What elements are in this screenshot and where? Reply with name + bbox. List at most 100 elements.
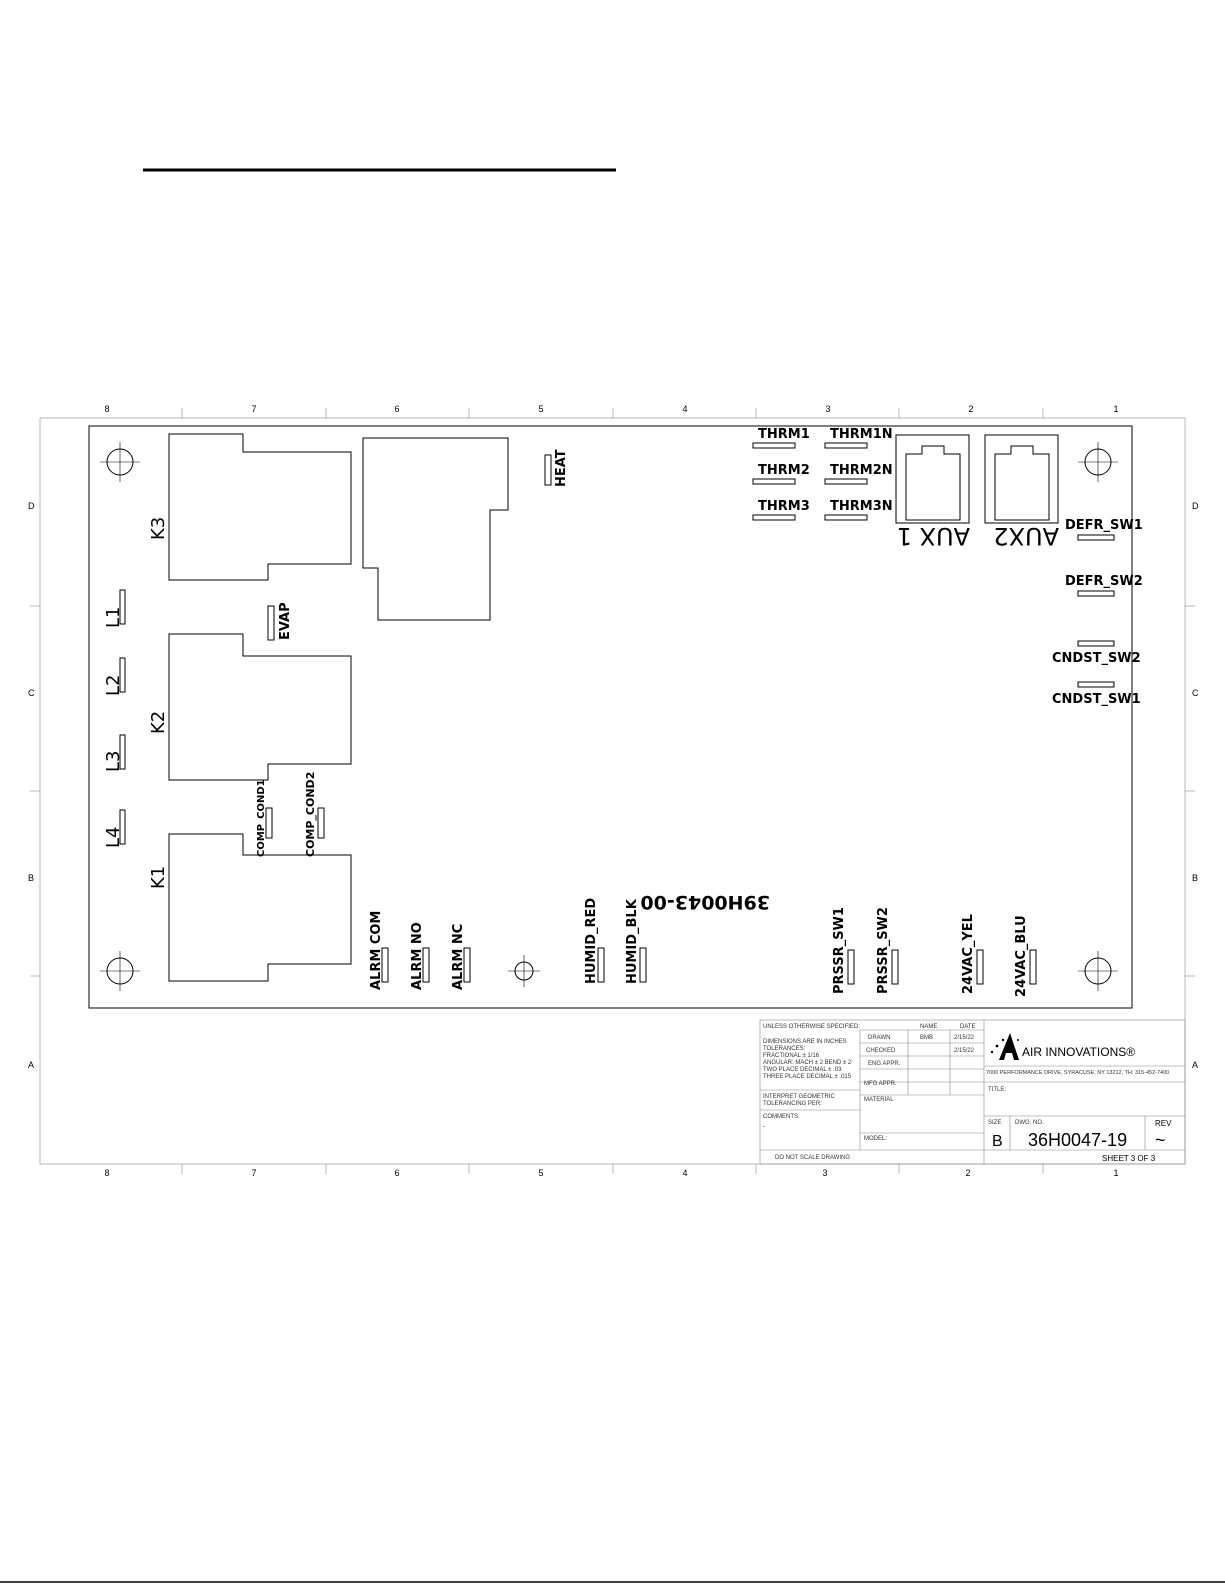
humid-red-connector (597, 947, 605, 983)
part-number-label: 39H0043-00 (640, 891, 770, 913)
thrm3n-connector (824, 514, 868, 521)
relay-k3-outline (168, 433, 352, 581)
zone-col-bottom: 4 (682, 1168, 687, 1178)
aux1-label: AUX 1 (897, 522, 970, 550)
transformer-outline (362, 437, 509, 621)
zone-col-top: 1 (1113, 404, 1118, 414)
comp-cond2-connector (317, 807, 325, 839)
zone-row-left: C (28, 688, 35, 698)
comp-cond1-connector (265, 807, 273, 839)
terminal-l3-label: L3 (103, 751, 124, 772)
prssr-sw1-connector (847, 949, 855, 985)
mounting-hole (1078, 442, 1118, 482)
defr-sw1-label: DEFR_SW1 (1065, 518, 1143, 533)
tb-rev-value: ~ (1155, 1130, 1166, 1150)
humid-red-label: HUMID_RED (584, 898, 599, 984)
alrm-nc-label: ALRM NC (451, 924, 466, 990)
zone-col-top: 5 (538, 404, 543, 414)
comp-cond2-label: COMP_COND2 (304, 772, 317, 857)
vac-blu-label: 24VAC_BLU (1014, 915, 1029, 997)
tb-interpret: INTERPRET GEOMETRIC (763, 1094, 836, 1100)
tb-eng-label: ENG APPR. (868, 1061, 901, 1067)
tb-note: THREE PLACE DECIMAL ± .015 (763, 1074, 852, 1080)
alrm-com-connector (381, 947, 389, 983)
thrm1-connector (752, 442, 796, 449)
humid-blk-connector (639, 947, 647, 983)
tb-mfg-label: MFG APPR. (864, 1081, 897, 1087)
humid-blk-label: HUMID_BLK (625, 898, 640, 984)
tb-do-not-scale: DO NOT SCALE DRAWING (775, 1155, 850, 1161)
terminal-l1-label: L1 (103, 607, 124, 628)
defr-sw1-connector (1077, 534, 1115, 541)
zone-ticks (30, 408, 1195, 1174)
tb-address: 7000 PERFORMANCE DRIVE, SYRACUSE, NY 132… (986, 1070, 1169, 1076)
title-block (759, 1019, 1186, 1165)
tb-note: ANGULAR: MACH ± 2 BEND ± 2 (763, 1060, 852, 1066)
zone-row-right: B (1192, 873, 1198, 883)
tb-company: AIR INNOVATIONS® (1022, 1045, 1135, 1059)
vac-blu-connector (1029, 949, 1037, 985)
pcb-outline (88, 425, 1133, 1009)
tb-dwg-label: DWG. NO. (1015, 1120, 1044, 1126)
tb-name-header: NAME (920, 1024, 937, 1030)
tb-checked-label: CHECKED (866, 1048, 896, 1054)
thrm2n-connector (824, 478, 868, 485)
cndst-sw1-connector (1077, 681, 1115, 688)
zone-col-top: 7 (251, 404, 256, 414)
thrm3n-label: THRM3N (830, 499, 893, 514)
tb-note: FRACTIONAL ± 1/16 (763, 1053, 820, 1059)
defr-sw2-label: DEFR_SW2 (1065, 574, 1143, 589)
relay-k1-label: K1 (148, 866, 169, 889)
tb-drawn-name: BMB (920, 1035, 933, 1041)
tb-drawn-date: 2/15/22 (954, 1035, 975, 1041)
terminal-l2 (119, 657, 126, 693)
heat-label: HEAT (554, 449, 569, 487)
tb-size-value: B (992, 1133, 1003, 1150)
tb-model-label: MODEL: (864, 1136, 887, 1142)
zone-row-left: B (28, 873, 34, 883)
alrm-com-label: ALRM COM (369, 911, 384, 990)
tb-comments-label: COMMENTS: (763, 1114, 800, 1120)
tb-title-label: TITLE: (988, 1087, 1006, 1093)
zone-col-bottom: 6 (394, 1168, 399, 1178)
thrm1n-connector (824, 442, 868, 449)
terminal-l1 (119, 589, 126, 625)
vac-yel-connector (976, 949, 984, 985)
tb-drawn-label: DRAWN (868, 1035, 890, 1041)
thrm3-connector (752, 514, 796, 521)
alrm-nc-connector (463, 947, 471, 983)
thrm2n-label: THRM2N (830, 463, 893, 478)
zone-col-bottom: 2 (965, 1168, 970, 1178)
tb-note: TOLERANCES: (763, 1046, 806, 1052)
aux2-jack (984, 434, 1059, 524)
tb-rev-label: REV (1155, 1119, 1172, 1128)
terminal-l4 (119, 809, 126, 845)
aux1-jack (895, 434, 970, 524)
relay-k3-label: K3 (148, 517, 169, 540)
air-innovations-logo (990, 1033, 1019, 1060)
zone-col-top: 3 (825, 404, 830, 414)
tb-dwg-value: 36H0047-19 (1028, 1130, 1127, 1150)
cndst-sw2-label: CNDST_SW2 (1052, 651, 1141, 666)
mounting-hole (100, 442, 140, 482)
tb-size-label: SIZE (988, 1120, 1001, 1126)
cndst-sw1-label: CNDST_SW1 (1052, 692, 1141, 707)
zone-col-bottom: 5 (538, 1168, 543, 1178)
evap-connector (267, 605, 275, 641)
mounting-hole (100, 951, 140, 991)
aux2-label: AUX2 (993, 522, 1059, 550)
terminal-l2-label: L2 (103, 675, 124, 696)
comp-cond1-label: COMP_COND1 (256, 779, 267, 857)
tb-note: TWO PLACE DECIMAL ± .03 (763, 1067, 842, 1073)
terminal-l4-label: L4 (103, 827, 124, 848)
zone-col-top: 6 (394, 404, 399, 414)
terminal-l3 (119, 734, 126, 770)
zone-row-right: A (1192, 1060, 1198, 1070)
zone-col-top: 4 (682, 404, 687, 414)
zone-row-right: D (1192, 501, 1199, 511)
cndst-sw2-connector (1077, 640, 1115, 647)
heat-connector (544, 454, 552, 486)
tb-interpret: TOLERANCING PER: (763, 1101, 822, 1107)
thrm1n-label: THRM1N (830, 427, 893, 442)
